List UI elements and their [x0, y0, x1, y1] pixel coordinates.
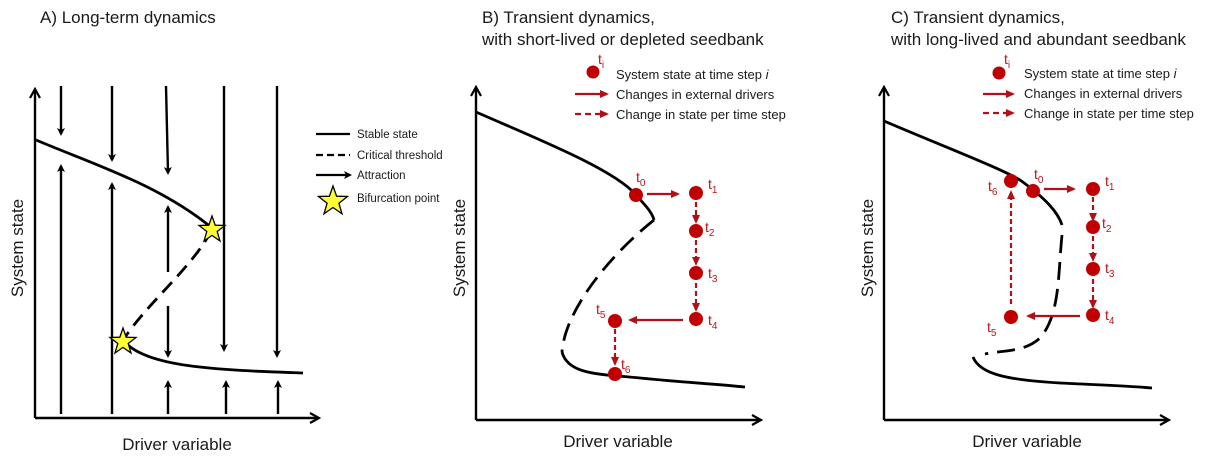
legend-label: Changes in external drivers [616, 87, 775, 102]
state-point-t6 [608, 367, 622, 381]
bifurcation-star-icon [108, 326, 138, 355]
attraction-arrow [163, 85, 172, 175]
star-icon [316, 184, 350, 216]
panel-b-title-line2: with short-lived or depleted seedbank [481, 30, 764, 49]
state-dot-icon [992, 66, 1006, 80]
legend-label: Change in state per time step [616, 107, 786, 122]
critical-threshold [121, 229, 214, 341]
time-label-t2: t2 [1102, 215, 1112, 235]
panel-c-title-line1: C) Transient dynamics, [891, 8, 1065, 27]
legend-symbol: ti [598, 51, 604, 71]
y-axis-label: System state [858, 199, 877, 297]
time-label-t0: t0 [636, 169, 646, 189]
state-point-t3 [689, 266, 703, 280]
time-label-t3: t3 [1105, 260, 1115, 280]
state-point-t4 [1086, 308, 1100, 322]
x-axis-label: Driver variable [122, 435, 232, 454]
panel-b: B) Transient dynamics, with short-lived … [450, 8, 786, 451]
state-point-t2 [689, 224, 703, 238]
time-label-t5: t5 [596, 301, 606, 321]
critical-threshold [560, 218, 655, 353]
state-point-t5 [608, 314, 622, 328]
stable-state-lower [560, 351, 746, 389]
panel-c: C) Transient dynamics, with long-lived a… [858, 8, 1194, 451]
time-label-t1: t1 [708, 176, 718, 196]
legend-label: Stable state [357, 129, 418, 141]
x-axis-label: Driver variable [972, 432, 1082, 451]
state-point-t0 [1026, 184, 1040, 198]
x-axis-label: Driver variable [563, 432, 673, 451]
stable-state-lower [121, 339, 304, 375]
legend-label: System state at time step i [616, 67, 770, 82]
state-point-t5 [1004, 310, 1018, 324]
legend-label: Critical threshold [357, 150, 443, 162]
critical-threshold [984, 234, 1064, 356]
panel-c-title-line2: with long-lived and abundant seedbank [890, 30, 1186, 49]
stable-state-upper [35, 138, 213, 230]
stable-state-upper [475, 110, 656, 221]
legend-symbol: ti [1004, 51, 1010, 71]
time-label-t4: t4 [708, 312, 718, 332]
time-label-t5: t5 [987, 319, 997, 339]
legend-a: Stable state Critical threshold Attracti… [316, 129, 443, 216]
state-point-t1 [689, 186, 703, 200]
state-point-t3 [1086, 262, 1100, 276]
state-point-t0 [629, 188, 643, 202]
legend-label: Changes in external drivers [1024, 86, 1183, 101]
legend-label: System state at time step i [1024, 66, 1178, 81]
legend-label: Bifurcation point [357, 193, 440, 205]
state-point-t6 [1004, 174, 1018, 188]
legend-c: ti System state at time step i Changes i… [983, 51, 1194, 121]
y-axis-label: System state [450, 199, 469, 297]
legend-label: Change in state per time step [1024, 106, 1194, 121]
bifurcation-star-icon [197, 214, 227, 243]
time-label-t1: t1 [1105, 173, 1115, 193]
stable-state-lower [971, 356, 1153, 390]
panel-b-title-line1: B) Transient dynamics, [482, 8, 655, 27]
time-label-t4: t4 [1105, 307, 1115, 327]
panel-a: A) Long-term dynamics System state Drive… [8, 8, 443, 454]
state-point-t1 [1086, 182, 1100, 196]
panel-a-title: A) Long-term dynamics [40, 8, 216, 27]
y-axis-label: System state [8, 199, 27, 297]
time-label-t3: t3 [708, 265, 718, 285]
time-label-t6: t6 [988, 178, 998, 198]
state-dot-icon [586, 65, 600, 79]
legend-label: Attraction [357, 170, 406, 182]
state-point-t2 [1086, 220, 1100, 234]
time-label-t6: t6 [621, 356, 631, 376]
state-point-t4 [689, 312, 703, 326]
legend-b: ti System state at time step i Changes i… [575, 51, 786, 122]
time-label-t0: t0 [1034, 166, 1044, 186]
time-label-t2: t2 [705, 219, 715, 239]
